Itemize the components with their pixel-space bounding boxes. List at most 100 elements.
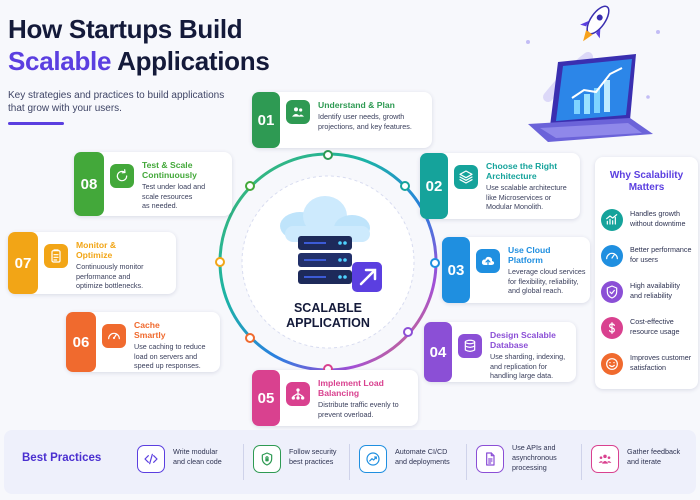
step-title-line1: Choose the Right: [486, 161, 558, 171]
best-practice-divider: [581, 444, 582, 480]
step-desc-line2: for flexibility, reliability,: [508, 276, 579, 286]
step-desc-line2: and replication for: [490, 361, 548, 371]
smile-icon: [601, 353, 623, 375]
step-number: 03: [442, 237, 470, 303]
step-title-line2: Balancing: [318, 388, 360, 398]
team-icon: [591, 445, 619, 473]
step-title-line2: Optimize: [76, 250, 113, 260]
best-practice-divider: [466, 444, 467, 480]
best-practice-line2: and clean code: [173, 457, 222, 466]
best-practice-line2: best practices: [289, 457, 334, 466]
step-title-line2: Platform: [508, 255, 543, 265]
best-practice-divider: [243, 444, 244, 480]
step-title-line1: Implement Load: [318, 378, 384, 388]
step-desc-line2: projections, and key features.: [318, 121, 412, 131]
step-desc-line3: optimize bottlenecks.: [76, 281, 144, 291]
best-practice-line2: and iterate: [627, 457, 661, 466]
best-practice-line1: Write modular: [173, 447, 218, 456]
layers-icon: [454, 165, 478, 189]
step-desc-line1: Test under load and: [142, 182, 206, 191]
best-practices-title: Best Practices: [22, 452, 102, 464]
step-number: 02: [420, 153, 448, 219]
speedometer-icon: [102, 324, 126, 348]
why-item-line1: Cost-effective: [630, 317, 674, 326]
chart-up-icon: [359, 445, 387, 473]
best-practice-line1: Automate CI/CD: [395, 447, 448, 456]
step-desc-line1: Continuously monitor: [76, 262, 144, 271]
step-number: 01: [252, 92, 280, 148]
step-desc-line1: Use sharding, indexing,: [490, 352, 566, 361]
best-practice-line1: Gather feedback: [627, 447, 681, 456]
why-item-line1: Improves customer: [630, 353, 692, 362]
step-desc-line2: like Microservices or: [486, 192, 552, 202]
step-desc-line2: scale resources: [142, 191, 193, 201]
step-desc-line1: Use scalable architecture: [486, 183, 567, 192]
best-practice-line3: processing: [512, 463, 547, 472]
page-title-line1: How Startups Build: [8, 14, 243, 44]
laptop-rocket-illustration: [526, 5, 660, 142]
step-title-line2: Continuously: [142, 170, 197, 180]
why-item-line1: High availability: [630, 281, 680, 290]
why-item-line2: for users: [630, 254, 658, 264]
clipboard-icon: [44, 244, 68, 268]
step-desc-line3: speed up responses.: [134, 361, 201, 371]
step-number: 08: [74, 152, 104, 216]
step-desc-line1: Identify user needs, growth: [318, 112, 405, 121]
why-title-line2: Matters: [628, 182, 665, 193]
best-practice-line1: Use APIs and: [512, 443, 556, 452]
gauge-icon: [601, 245, 623, 267]
center-label-line2: APPLICATION: [286, 316, 370, 330]
step-title-line2: Smartly: [134, 330, 166, 340]
subtitle-line2: that grow with your users.: [8, 103, 122, 114]
title-underline: [8, 122, 64, 125]
step-desc-line1: Leverage cloud services: [508, 267, 586, 276]
step-number: 06: [66, 312, 96, 372]
center-label: SCALABLE APPLICATION: [268, 301, 388, 331]
cloud-upload-icon: [476, 249, 500, 273]
step-number: 05: [252, 370, 280, 426]
best-practice-line2: asynchronous: [512, 453, 557, 462]
step-title-line1: Design Scalable: [490, 330, 556, 340]
subtitle-line1: Key strategies and practices to build ap…: [8, 90, 225, 101]
step-number: 04: [424, 322, 452, 382]
step-title-line1: Understand & Plan: [318, 100, 395, 110]
growth-chart-icon: [601, 209, 623, 231]
step-desc-line2: prevent overload.: [318, 409, 374, 419]
best-practice-line1: Follow security: [289, 447, 337, 456]
step-desc-line3: as needed.: [142, 201, 178, 211]
step-title-line1: Cache: [134, 320, 160, 330]
lock-shield-icon: [253, 445, 281, 473]
users-icon: [286, 100, 310, 124]
